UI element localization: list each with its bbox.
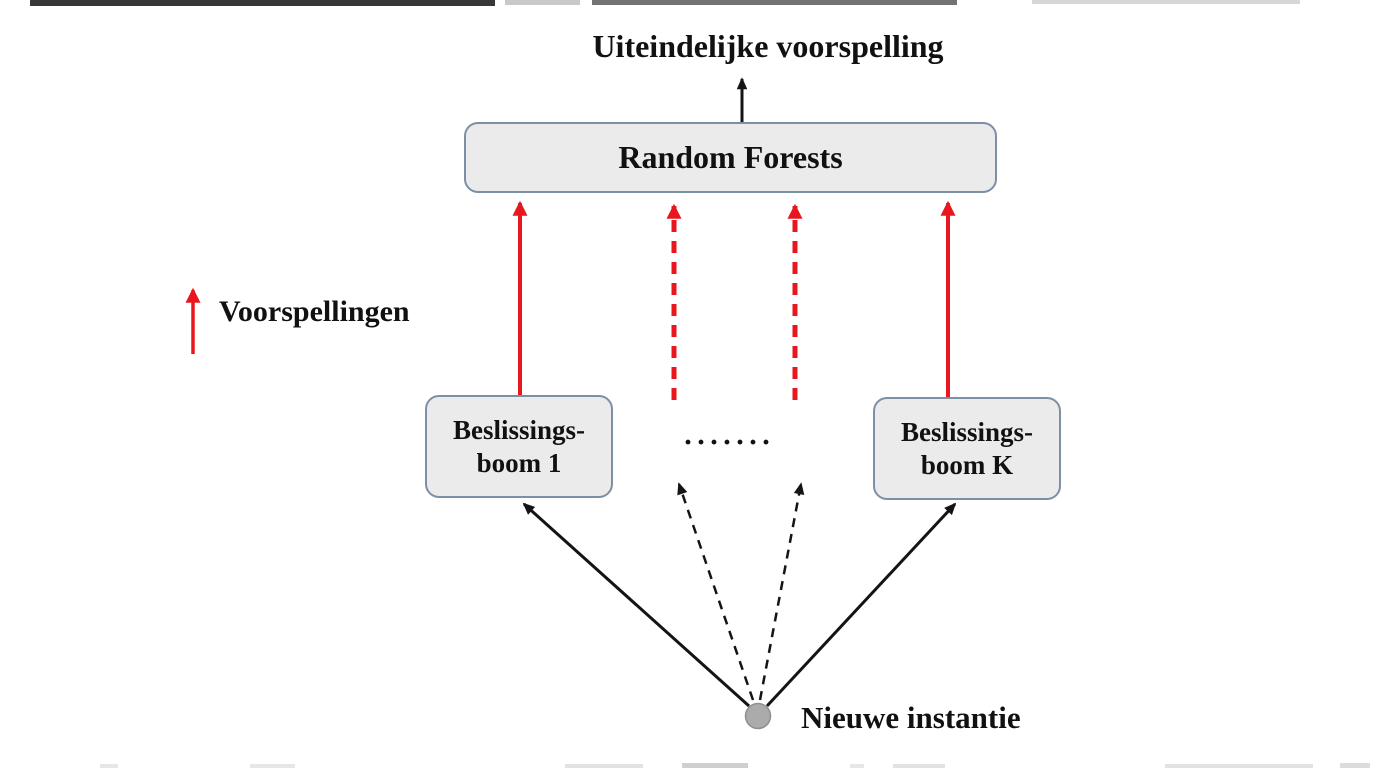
random-forests-box: Random Forests <box>464 122 997 193</box>
edge-instance-to-hidden-tree-left-arrow <box>677 482 755 701</box>
edge-instance-to-tree1-arrow <box>522 502 751 708</box>
decision-tree-k-label-line2: boom K <box>920 449 1014 480</box>
decision-tree-1-label-line1: Beslissings- <box>452 414 586 445</box>
edge-instance-to-treek-arrow <box>765 502 957 708</box>
new-instance-label: Nieuwe instantie <box>801 700 1021 735</box>
decision-tree-1-label-line2: boom 1 <box>476 447 562 478</box>
decision-tree-k-label-line1: Beslissings- <box>900 416 1034 447</box>
decision-tree-k-box: Beslissings- boom K <box>873 397 1061 500</box>
decision-tree-1-box: Beslissings- boom 1 <box>425 395 613 498</box>
final-prediction-title: Uiteindelijke voorspelling <box>592 28 944 64</box>
new-instance-node-icon <box>744 702 772 730</box>
legend-label: Voorspellingen <box>219 295 410 328</box>
more-trees-ellipsis: ······· <box>683 426 775 459</box>
edge-instance-to-hidden-tree-right-arrow <box>758 482 805 701</box>
random-forests-box-label: Random Forests <box>618 139 843 175</box>
